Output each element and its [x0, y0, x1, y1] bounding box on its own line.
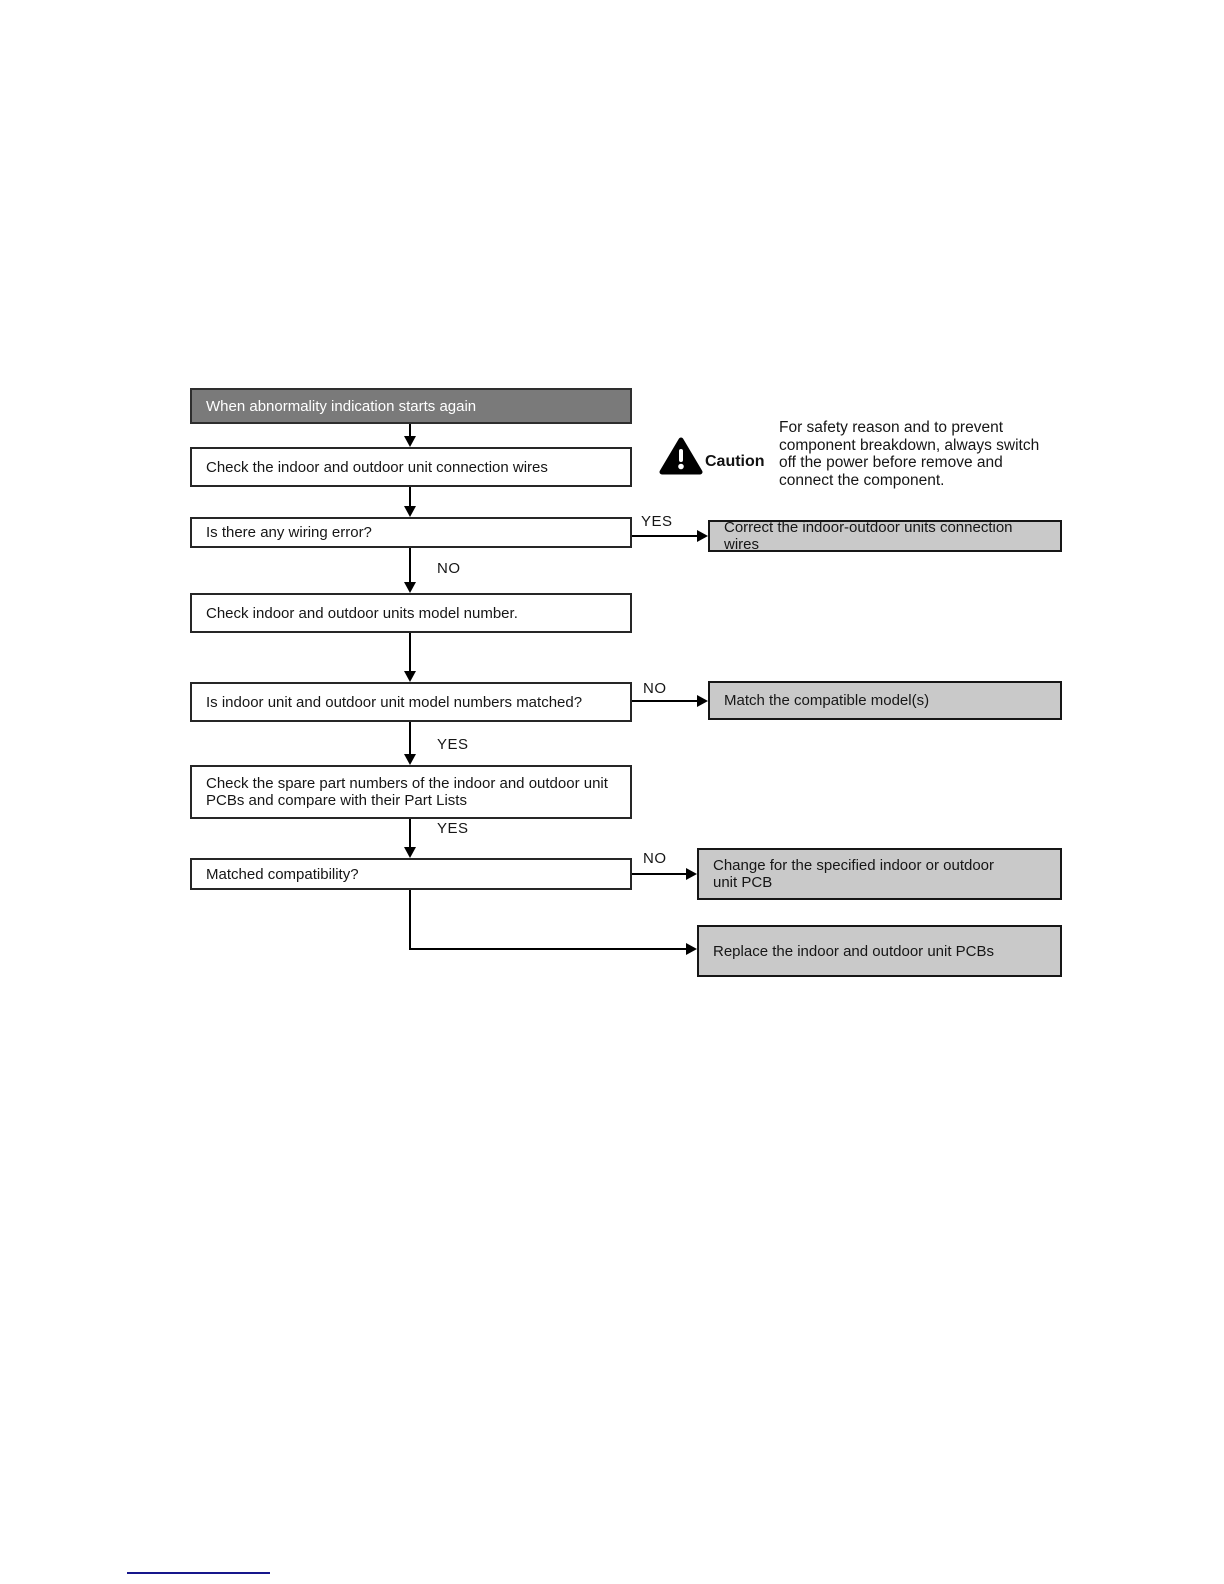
branch-label-wiring-yes: YES [641, 513, 673, 530]
arrow-no-to-check-model [409, 548, 411, 583]
node-correct-connection-wires-label: Correct the indoor-outdoor units connect… [724, 519, 1013, 553]
branch-label-model-no: NO [643, 680, 667, 697]
branch-label-model-yes: YES [437, 736, 469, 753]
caution-text-line: connect the component. [779, 471, 945, 489]
node-check-connection-wires: Check the indoor and outdoor unit connec… [190, 447, 632, 487]
arrow-check-wires-to-wiring-question [409, 487, 411, 507]
node-match-compatible-models-label: Match the compatible model(s) [724, 692, 930, 709]
node-matched-compatibility-question: Matched compatibility? [190, 858, 632, 890]
node-check-model-number-label: Check indoor and outdoor units model num… [206, 604, 518, 622]
arrowhead-right-icon [697, 695, 708, 707]
caution-text-line: For safety reason and to prevent [779, 419, 1004, 436]
arrowhead-down-icon [404, 506, 416, 517]
arrowhead-down-icon [404, 582, 416, 593]
arrowhead-down-icon [404, 847, 416, 858]
node-replace-pcbs: Replace the indoor and outdoor unit PCBs [697, 925, 1062, 977]
arrow-start-to-check-wires [409, 424, 411, 438]
node-wiring-error-question: Is there any wiring error? [190, 517, 632, 548]
arrow-check-model-to-match-question [409, 633, 411, 672]
branch-label-compatibility-no: NO [643, 850, 667, 867]
node-check-model-number: Check indoor and outdoor units model num… [190, 593, 632, 633]
arrow-yes-to-matched-compatibility [409, 819, 411, 848]
node-replace-pcbs-label: Replace the indoor and outdoor unit PCBs [713, 942, 995, 960]
node-start: When abnormality indication starts again [190, 388, 632, 424]
node-check-spare-part-numbers-label: Check the spare part numbers of the indo… [206, 775, 608, 809]
node-check-spare-part-numbers: Check the spare part numbers of the indo… [190, 765, 632, 819]
warning-triangle-icon [659, 437, 703, 475]
arrow-compatibility-no [632, 873, 687, 875]
node-match-compatible-models: Match the compatible model(s) [708, 681, 1062, 720]
node-matched-compatibility-question-label: Matched compatibility? [206, 865, 359, 883]
node-model-numbers-matched-question: Is indoor unit and outdoor unit model nu… [190, 682, 632, 722]
footer-link-line[interactable] [127, 1572, 270, 1574]
node-change-specified-pcb: Change for the specified indoor or outdo… [697, 848, 1062, 900]
arrowhead-down-icon [404, 436, 416, 447]
node-wiring-error-question-label: Is there any wiring error? [206, 524, 372, 541]
node-start-label: When abnormality indication starts again [206, 397, 477, 415]
arrow-yes-to-check-spare-parts [409, 722, 411, 755]
caution-text-line: off the power before remove and [779, 454, 1003, 472]
arrow-compatibility-to-replace-horizontal [409, 948, 686, 950]
node-model-numbers-matched-question-label: Is indoor unit and outdoor unit model nu… [206, 693, 583, 711]
arrowhead-down-icon [404, 754, 416, 765]
arrow-wiring-yes [632, 535, 698, 537]
caution-title: Caution [705, 453, 765, 470]
node-check-connection-wires-label: Check the indoor and outdoor unit connec… [206, 458, 548, 476]
arrowhead-right-icon [686, 868, 697, 880]
branch-label-spare-parts-yes: YES [437, 820, 469, 837]
node-correct-connection-wires: Correct the indoor-outdoor units connect… [708, 519, 1062, 553]
arrow-compatibility-to-replace-vertical [409, 890, 411, 950]
branch-label-wiring-no: NO [437, 560, 461, 577]
arrowhead-down-icon [404, 671, 416, 682]
caution-text-line: component breakdown, always switch [779, 436, 1040, 454]
arrow-model-no [632, 700, 698, 702]
caution-text: For safety reason and to prevent compone… [779, 419, 1059, 489]
arrowhead-right-icon [697, 530, 708, 542]
arrowhead-right-icon [686, 943, 697, 955]
node-change-specified-pcb-label: Change for the specified indoor or outdo… [713, 857, 995, 891]
